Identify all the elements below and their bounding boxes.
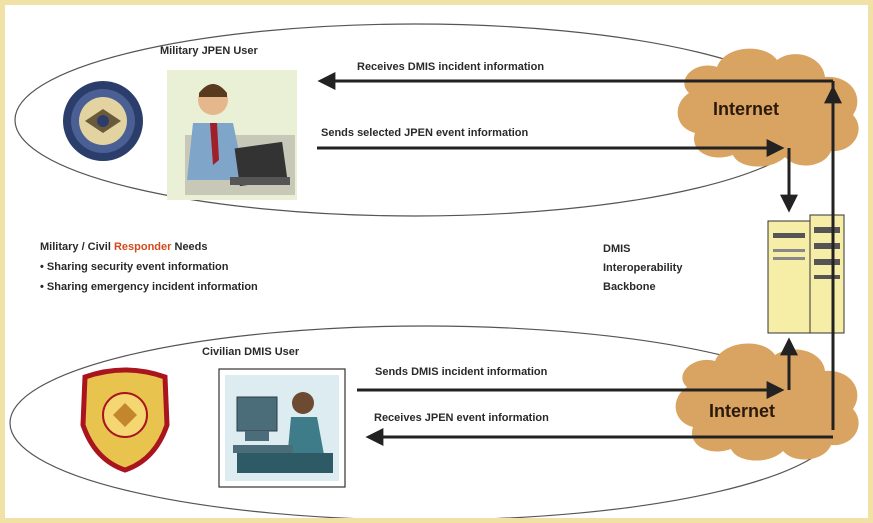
sends-dmis-label: Sends DMIS incident information [375,366,548,378]
receives-dmis-label: Receives DMIS incident information [357,61,545,73]
sends-jpen-label: Sends selected JPEN event information [321,127,529,139]
internet-bottom-label: Internet [709,401,776,421]
needs-prefix: Military / Civil [40,241,114,253]
receives-jpen-label: Receives JPEN event information [374,412,549,424]
cloud-icon [677,48,859,167]
internet-top-label: Internet [713,99,780,119]
civilian-user-label: Civilian DMIS User [202,346,300,358]
diagram-canvas [9,23,859,518]
civilian-user-icon [218,368,346,488]
dod-seal-icon [63,81,143,161]
dmis-interop-label: Interoperability [603,262,683,274]
needs-highlight: Responder [113,241,172,253]
needs-heading: Military / Civil Responder Needs [40,241,208,253]
needs-suffix: Needs [171,241,208,253]
bullet-emergency: • Sharing emergency incident information [40,281,258,293]
military-user-icon [167,70,297,200]
county-badge-icon [80,367,170,473]
server-icon [767,214,845,334]
dmis-label: DMIS [603,243,631,255]
military-user-label: Military JPEN User [160,45,258,57]
dmis-backbone-label: Backbone [603,281,656,293]
cloud-icon [675,343,859,461]
bullet-security: • Sharing security event information [40,261,229,273]
